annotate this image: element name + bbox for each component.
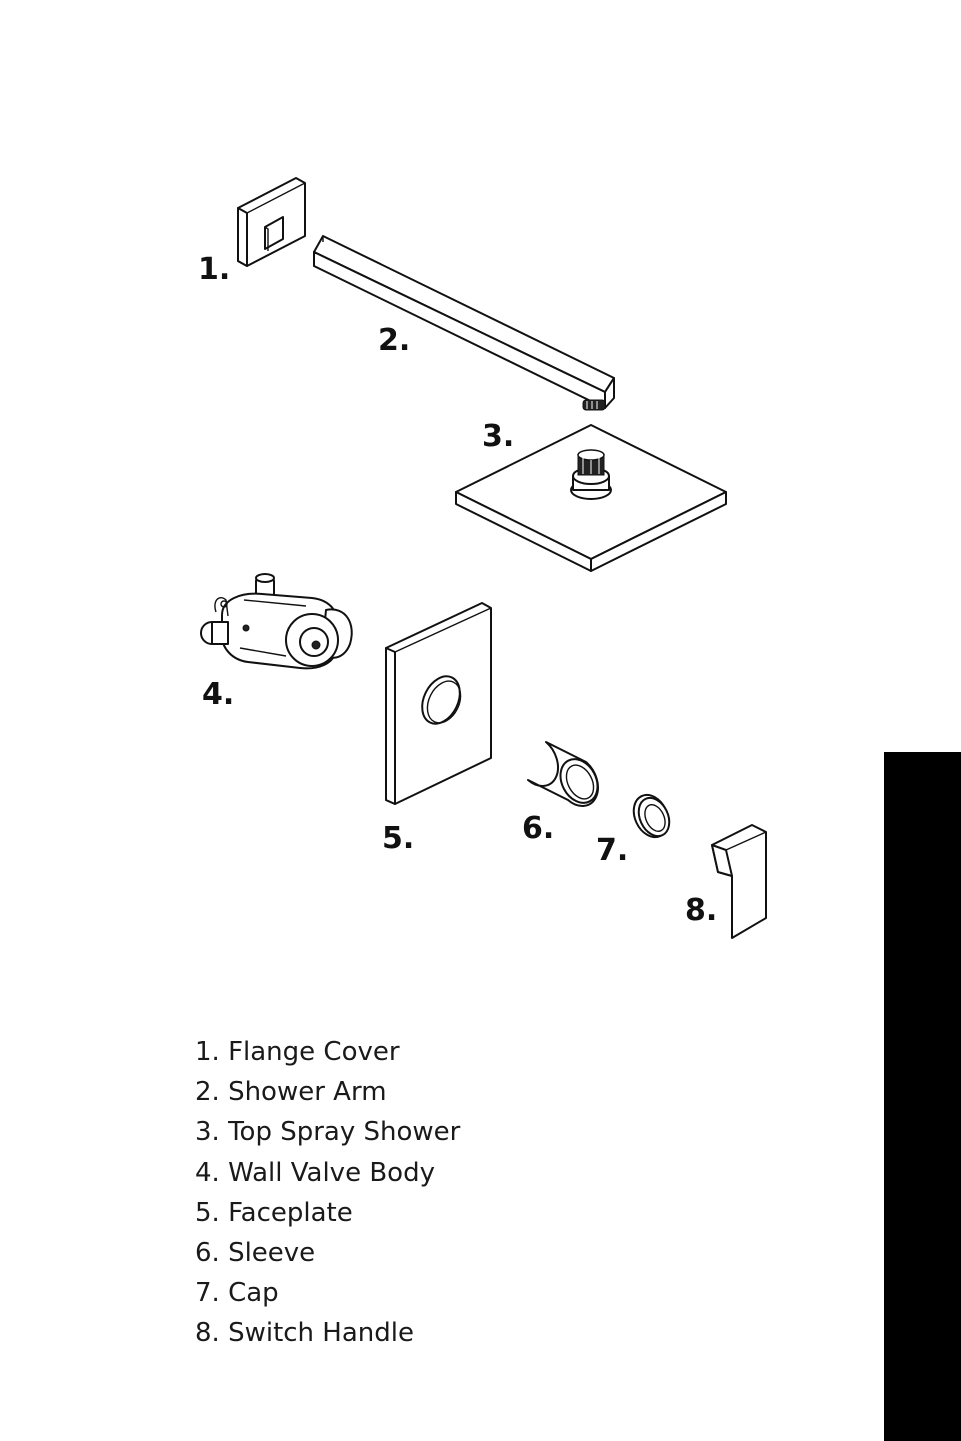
callout-7: 7. [596,836,628,866]
switch-handle-drawing [712,825,766,938]
callout-5: 5. [382,824,414,854]
legend-item: 3. Top Spray Shower [195,1112,460,1152]
callout-2: 2. [378,326,410,356]
callout-1: 1. [198,255,230,285]
legend-item: 7. Cap [195,1273,460,1313]
legend-item: 5. Faceplate [195,1193,460,1233]
callout-6: 6. [522,814,554,844]
exploded-parts-diagram [0,0,961,1000]
parts-legend: 1. Flange Cover 2. Shower Arm 3. Top Spr… [195,1032,460,1354]
callout-4: 4. [202,680,234,710]
wall-valve-body-drawing [201,574,352,668]
legend-item: 8. Switch Handle [195,1313,460,1353]
flange-cover-drawing [238,178,305,266]
cap-drawing [627,789,675,842]
legend-item: 2. Shower Arm [195,1072,460,1112]
side-tab-bar [884,752,961,1441]
faceplate-drawing [386,603,491,804]
legend-item: 6. Sleeve [195,1233,460,1273]
legend-item: 1. Flange Cover [195,1032,460,1072]
callout-3: 3. [482,422,514,452]
shower-arm-drawing [314,236,614,410]
sleeve-drawing [528,742,605,809]
callout-8: 8. [685,896,717,926]
legend-item: 4. Wall Valve Body [195,1153,460,1193]
